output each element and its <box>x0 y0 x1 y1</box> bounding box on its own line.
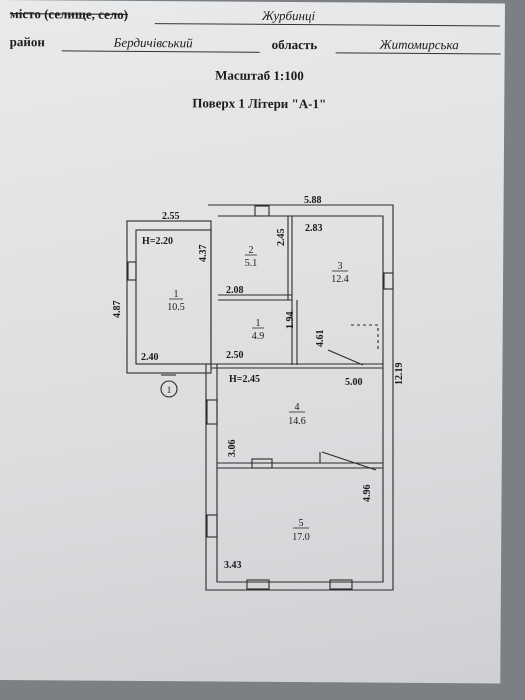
door-room4-room5 <box>251 458 273 469</box>
room-label-1: 1 10.5 <box>167 289 185 313</box>
dim-right-side: 12.19 <box>394 363 405 386</box>
svg-text:17.0: 17.0 <box>292 532 310 543</box>
entrance-marker-label: 1 <box>167 385 172 395</box>
svg-text:5.1: 5.1 <box>245 258 258 269</box>
entrance-marker-circle <box>160 380 178 398</box>
svg-text:12.4: 12.4 <box>331 274 349 285</box>
dim-room5-bottom: 3.43 <box>224 560 242 571</box>
dim-room4-right: 5.00 <box>345 377 363 388</box>
svg-text:4.9: 4.9 <box>252 331 265 342</box>
stair-room3 <box>327 349 364 366</box>
dim-bottom-left: 2.40 <box>141 352 159 363</box>
svg-text:4: 4 <box>295 402 300 413</box>
dim-lobby-bottom: 2.50 <box>226 350 244 361</box>
svg-text:3: 3 <box>338 261 343 272</box>
window-room4 <box>206 399 218 425</box>
wall-outer-main <box>205 204 394 591</box>
dim-lobby-top: 2.08 <box>226 285 244 296</box>
height-label-main: H=2.45 <box>229 374 260 385</box>
svg-text:2: 2 <box>249 245 254 256</box>
room-label-4: 4 14.6 <box>288 402 306 427</box>
room-label-5: 5 17.0 <box>292 518 310 543</box>
room-label-2: 2 5.1 <box>245 245 258 269</box>
window-left-annex <box>127 261 137 281</box>
dim-left-side: 4.87 <box>112 301 123 319</box>
dim-room3-side: 4.61 <box>315 330 326 348</box>
dim-room5-right: 4.96 <box>362 485 373 503</box>
wall-inner-main <box>216 215 384 583</box>
wall-inner-left-annex <box>135 229 212 365</box>
window-room5-bottom <box>246 579 270 590</box>
svg-text:1: 1 <box>174 289 179 300</box>
dim-room3-top: 2.83 <box>305 223 323 234</box>
dim-top-left: 2.55 <box>162 211 180 222</box>
dim-room1-top: 4.37 <box>198 245 209 263</box>
dim-top-right: 5.88 <box>304 195 322 206</box>
svg-text:1: 1 <box>256 318 261 329</box>
window-room3 <box>383 272 394 290</box>
window-top-room2 <box>254 205 270 217</box>
room-label-lobby: 1 4.9 <box>252 318 265 342</box>
height-label-annex: H=2.20 <box>142 236 173 247</box>
svg-text:5: 5 <box>299 518 304 529</box>
svg-text:14.6: 14.6 <box>288 416 306 427</box>
svg-text:10.5: 10.5 <box>167 302 185 313</box>
dim-room2-side: 2.45 <box>276 229 287 247</box>
room-label-3: 3 12.4 <box>331 261 349 285</box>
dim-room4-left: 3.06 <box>227 440 238 458</box>
window-room5-bottom-2 <box>329 579 353 590</box>
window-room5-left <box>206 514 218 538</box>
dim-lobby-side: 1.94 <box>285 312 296 330</box>
